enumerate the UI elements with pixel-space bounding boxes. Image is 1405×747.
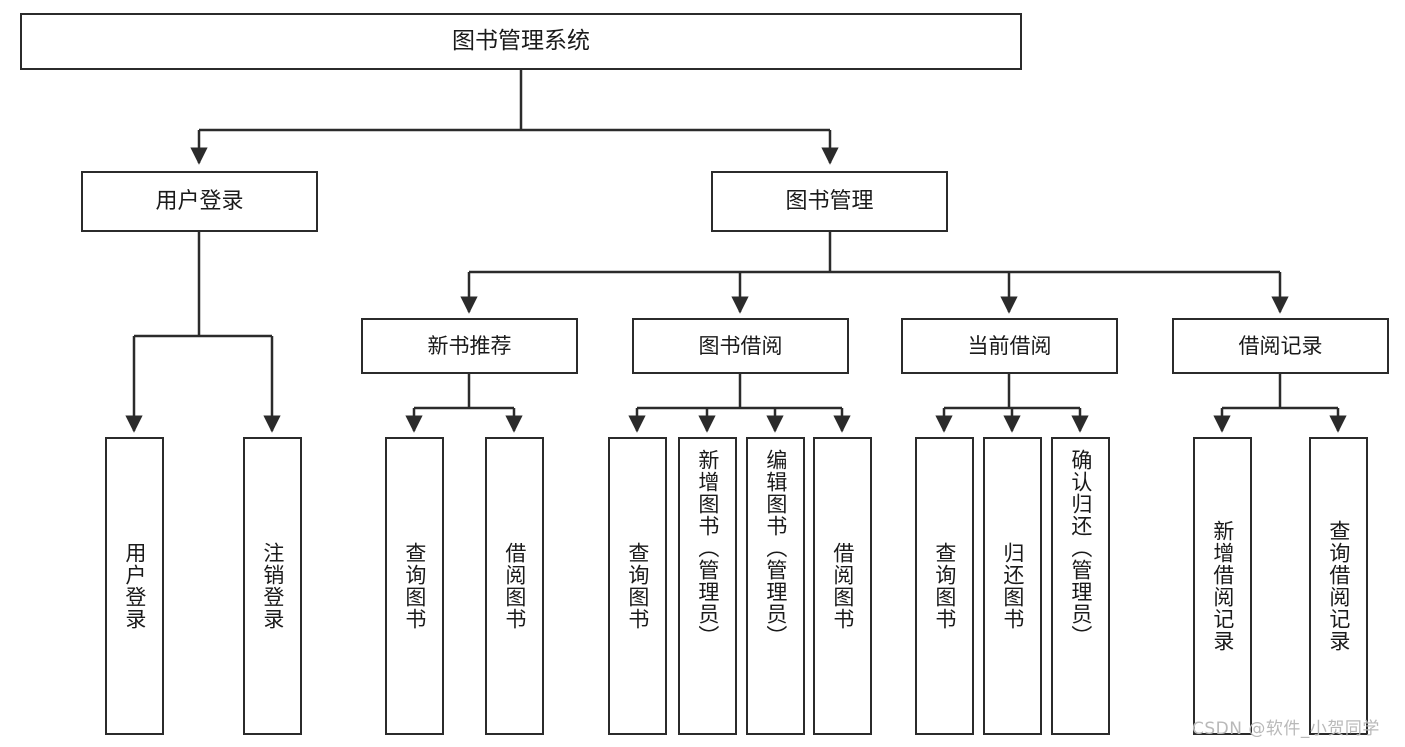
node-label: 确认归还（管理员） [1068, 449, 1093, 647]
node-label: 查询图书 [625, 542, 650, 630]
node-label: 新增借阅记录 [1210, 520, 1235, 652]
node-new-book-recommend[interactable]: 新书推荐 [361, 318, 578, 374]
node-label: 图书管理系统 [452, 27, 590, 54]
leaf-current-borrow-return[interactable]: 归还图书 [983, 437, 1042, 735]
leaf-user-login-login[interactable]: 用户登录 [105, 437, 164, 735]
node-label: 图书借阅 [698, 333, 783, 358]
leaf-current-borrow-query[interactable]: 查询图书 [915, 437, 974, 735]
node-label: 当前借阅 [967, 333, 1052, 358]
node-label: 新书推荐 [427, 333, 512, 358]
leaf-borrow-record-add[interactable]: 新增借阅记录 [1193, 437, 1252, 735]
node-label: 注销登录 [260, 542, 285, 630]
node-label: 查询借阅记录 [1326, 520, 1351, 652]
node-book-borrow[interactable]: 图书借阅 [632, 318, 849, 374]
node-label: 图书管理 [785, 188, 874, 214]
node-label: 借阅记录 [1238, 333, 1323, 358]
node-current-borrow[interactable]: 当前借阅 [901, 318, 1118, 374]
leaf-borrow-record-query[interactable]: 查询借阅记录 [1309, 437, 1368, 735]
node-label: 借阅图书 [502, 542, 527, 630]
leaf-book-borrow-query[interactable]: 查询图书 [608, 437, 667, 735]
node-label: 新增图书（管理员） [695, 449, 720, 647]
node-label: 归还图书 [1000, 542, 1025, 630]
leaf-book-borrow-borrow[interactable]: 借阅图书 [813, 437, 872, 735]
node-user-login[interactable]: 用户登录 [81, 171, 318, 232]
node-label: 查询图书 [402, 542, 427, 630]
node-label: 用户登录 [155, 188, 244, 214]
node-root-system[interactable]: 图书管理系统 [20, 13, 1022, 70]
node-label: 用户登录 [122, 542, 147, 630]
leaf-new-book-borrow[interactable]: 借阅图书 [485, 437, 544, 735]
node-book-management[interactable]: 图书管理 [711, 171, 948, 232]
node-borrow-record[interactable]: 借阅记录 [1172, 318, 1389, 374]
leaf-current-borrow-confirm-return[interactable]: 确认归还（管理员） [1051, 437, 1110, 735]
leaf-new-book-query[interactable]: 查询图书 [385, 437, 444, 735]
leaf-book-borrow-edit[interactable]: 编辑图书（管理员） [746, 437, 805, 735]
node-label: 查询图书 [932, 542, 957, 630]
node-label: 借阅图书 [830, 542, 855, 630]
node-label: 编辑图书（管理员） [763, 449, 788, 647]
csdn-watermark: CSDN @软件_小贺同学 [1192, 719, 1380, 739]
leaf-user-login-logout[interactable]: 注销登录 [243, 437, 302, 735]
leaf-book-borrow-add[interactable]: 新增图书（管理员） [678, 437, 737, 735]
